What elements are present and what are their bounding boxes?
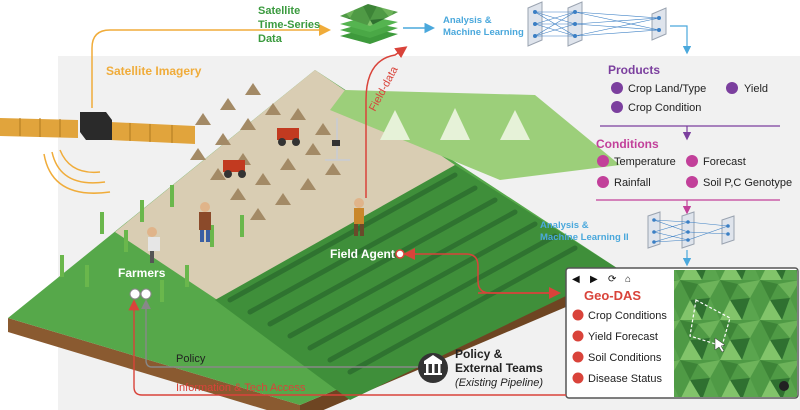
product-item-yield: Yield: [744, 83, 768, 95]
analysis-ml-label-2: Machine Learning: [443, 27, 524, 38]
condition-item-forecast: Forecast: [703, 156, 746, 168]
forecast-icon: [686, 155, 698, 167]
home-icon[interactable]: ⌂: [625, 274, 631, 285]
condition-item-temperature: Temperature: [614, 156, 676, 168]
yield-icon: [726, 82, 738, 94]
info-tech-arrow: [128, 299, 566, 396]
field-scene: [8, 70, 620, 410]
geodas-panel[interactable]: ◀ ▶ ⟳ ⌂ Geo-DAS Crop Conditions Yield Fo…: [565, 267, 799, 399]
analysis-ml2-label-1: Analysis &: [540, 220, 589, 231]
conditions-heading: Conditions: [596, 137, 659, 151]
policy-line-label: Policy: [176, 353, 206, 365]
soil-icon: [686, 176, 698, 188]
analysis-ml2-label-2: Machine Learning II: [540, 232, 629, 243]
rainfall-icon: [597, 176, 609, 188]
geodas-item-soil-conditions[interactable]: Soil Conditions: [572, 351, 662, 365]
pasture-field: [330, 90, 620, 180]
forward-arrow-icon[interactable]: ▶: [590, 274, 598, 285]
imagery-flow-arrow: [91, 24, 331, 108]
geodas-item-disease-status[interactable]: Disease Status: [572, 372, 663, 386]
policy-arrow: [141, 299, 420, 368]
field-data-arrow: [365, 46, 408, 198]
satellite-imagery-label: Satellite Imagery: [106, 64, 202, 78]
svg-text:Soil Conditions: Soil Conditions: [588, 352, 662, 364]
policy-title-1: Policy &: [455, 347, 503, 361]
policy-teams-block: Policy & External Teams (Existing Pipeli…: [418, 347, 543, 389]
field-agent-label: Field Agent: [330, 247, 395, 261]
geodas-title: Geo-DAS: [584, 288, 641, 303]
satellite-data-label-3: Data: [258, 33, 283, 45]
neural-network-icon: [527, 1, 667, 47]
row-crop-field: [215, 165, 620, 400]
analysis-ml-label-1: Analysis &: [443, 15, 492, 26]
satellite-icon: [0, 112, 195, 194]
refresh-icon[interactable]: ⟳: [608, 274, 617, 285]
policy-subtitle: (Existing Pipeline): [455, 377, 543, 389]
satellite-data-label-1: Satellite: [258, 5, 300, 17]
policy-title-2: External Teams: [455, 361, 543, 375]
svg-text:Disease Status: Disease Status: [588, 373, 662, 385]
crop-land-icon: [611, 82, 623, 94]
satellite-data-stack-icon: [340, 4, 398, 44]
compass-icon: [779, 381, 789, 391]
condition-item-rainfall: Rainfall: [614, 177, 651, 189]
field-agent-figure: [354, 198, 364, 236]
geodas-item-yield-forecast[interactable]: Yield Forecast: [572, 330, 658, 344]
geodas-item-crop-conditions[interactable]: Crop Conditions: [572, 309, 668, 323]
crop-condition-icon: [611, 101, 623, 113]
condition-item-soil: Soil P,C Genotype: [703, 177, 792, 189]
farmers-marker-1: [129, 288, 141, 300]
tractor-icon: [223, 128, 300, 178]
satellite-data-label-2: Time-Series: [258, 19, 320, 31]
farmers-marker-2: [140, 288, 152, 300]
temperature-icon: [597, 155, 609, 167]
cursor-icon: [714, 337, 726, 353]
weather-station-icon: [325, 118, 350, 161]
neural-network-2-icon: [647, 211, 735, 249]
farmers-label: Farmers: [118, 266, 166, 280]
field-agent-marker: [395, 249, 405, 259]
product-item-crop-condition: Crop Condition: [628, 102, 701, 114]
svg-text:Crop Conditions: Crop Conditions: [588, 310, 667, 322]
svg-text:Yield Forecast: Yield Forecast: [588, 331, 658, 343]
geodas-map[interactable]: [674, 270, 797, 397]
ml-to-products-arrow: [670, 25, 692, 55]
info-line-label: Information & Tech Access: [176, 382, 306, 394]
product-item-crop-land: Crop Land/Type: [628, 83, 706, 95]
farmer-figure: [147, 202, 211, 263]
back-arrow-icon[interactable]: ◀: [572, 274, 580, 285]
products-heading: Products: [608, 63, 660, 77]
